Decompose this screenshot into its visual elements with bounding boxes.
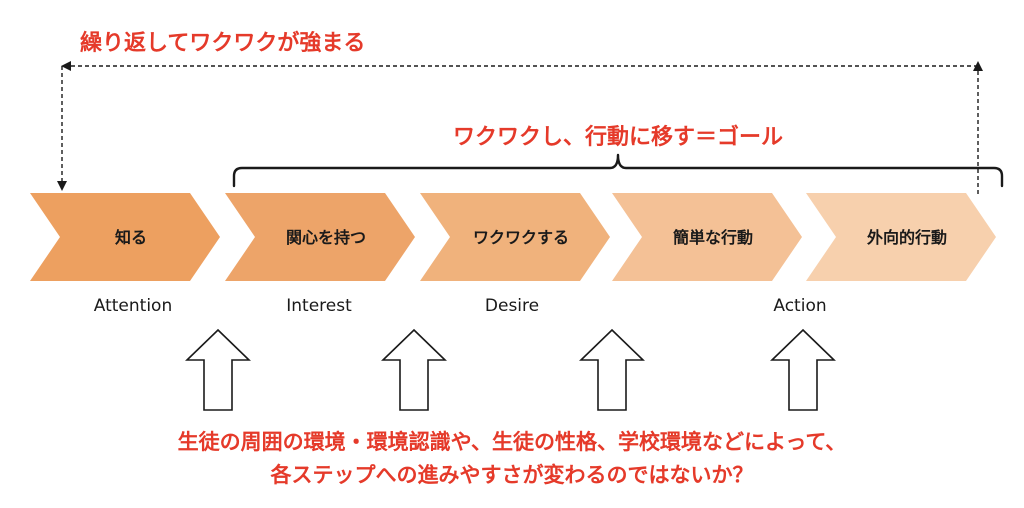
- goal-title: ワクワクし、行動に移す＝ゴール: [453, 124, 783, 150]
- question-line-1: 生徒の周囲の環境・環境認識や、生徒の性格、学校環境などによって、: [178, 430, 847, 454]
- step-label-3: ワクワクする: [473, 228, 569, 247]
- question-line-2: 各ステップへの進みやすさが変わるのではないか？: [270, 463, 754, 487]
- step-label-2: 関心を持つ: [286, 228, 366, 247]
- step-chevrons: 知る 関心を持つ ワクワクする 簡単な行動 外向的行動: [30, 193, 996, 281]
- goal-brace: [232, 153, 1004, 188]
- step-chevron-3: [420, 193, 610, 281]
- step-chevron-1: [30, 193, 220, 281]
- loop-title: 繰り返してワクワクが強まる: [80, 30, 365, 56]
- label-interest: Interest: [286, 296, 352, 316]
- step-chevron-5: [806, 193, 996, 281]
- up-arrow-2: [381, 328, 447, 411]
- label-attention: Attention: [94, 296, 172, 316]
- step-chevron-2: [225, 193, 415, 281]
- loop-arrow: [57, 61, 983, 194]
- step-label-4: 簡単な行動: [672, 228, 753, 247]
- up-arrows: [185, 328, 836, 411]
- label-desire: Desire: [485, 296, 539, 316]
- step-label-5: 外向的行動: [866, 228, 947, 247]
- step-label-1: 知る: [115, 228, 147, 247]
- step-chevron-4: [612, 193, 802, 281]
- up-arrow-3: [579, 328, 645, 411]
- label-action: Action: [773, 296, 826, 316]
- up-arrow-1: [185, 328, 251, 411]
- up-arrow-4: [770, 328, 836, 411]
